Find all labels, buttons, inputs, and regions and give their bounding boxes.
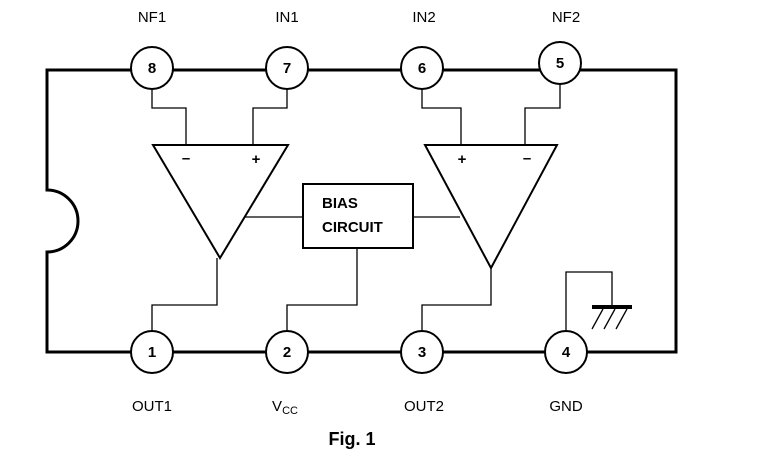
pin-6-label: IN2: [412, 9, 435, 26]
pin-7-number: 7: [283, 60, 291, 77]
amp2-minus-sign: –: [523, 150, 531, 167]
pin-7: 7: [265, 46, 309, 90]
bias-circuit-box: [302, 183, 414, 249]
pin-3-number: 3: [418, 344, 426, 361]
wire-amp1-pin1: [151, 258, 218, 352]
pin-1-label: OUT1: [132, 398, 172, 415]
pin-3-label: OUT2: [404, 398, 444, 415]
pin-8-label: NF1: [138, 9, 166, 26]
pin-7-label: IN1: [275, 9, 298, 26]
pin-8-number: 8: [148, 60, 156, 77]
amp2-plus-sign: +: [458, 151, 467, 168]
pin-2-number: 2: [283, 344, 291, 361]
pin-1: 1: [130, 330, 174, 374]
wire-pin4-ground: [565, 271, 613, 352]
pin-4-label: GND: [549, 398, 583, 415]
wire-pin5-amp2-minus: [524, 70, 561, 145]
pin-5: 5: [538, 41, 582, 85]
pin-2-label-subscript: CC: [282, 405, 298, 417]
wire-bias-pin2: [286, 248, 358, 352]
package-outline: [45, 68, 678, 354]
pin-2-label-main: V: [272, 398, 282, 415]
wire-amp2-pin3: [421, 268, 492, 352]
pin-5-label: NF2: [552, 9, 580, 26]
pin-4-number: 4: [562, 344, 571, 361]
amp1-plus-sign: +: [252, 151, 261, 168]
ground-hatch: [591, 308, 628, 330]
bias-label-line1: BIAS: [322, 195, 358, 212]
bias-label-line2: CIRCUIT: [322, 219, 383, 236]
pin-1-number: 1: [148, 344, 156, 361]
pin-8: 8: [130, 46, 174, 90]
amp1-minus-sign: –: [182, 150, 190, 167]
amplifier-1: [151, 144, 290, 260]
pin-3: 3: [400, 330, 444, 374]
pin-6: 6: [400, 46, 444, 90]
pin-6-number: 6: [418, 60, 426, 77]
pin-5-number: 5: [556, 55, 564, 72]
pin-4: 4: [544, 330, 588, 374]
figure-caption: Fig. 1: [328, 429, 375, 449]
amplifier-2: [423, 144, 559, 271]
pin-2-label: VCC: [272, 398, 298, 417]
pin-2: 2: [265, 330, 309, 374]
